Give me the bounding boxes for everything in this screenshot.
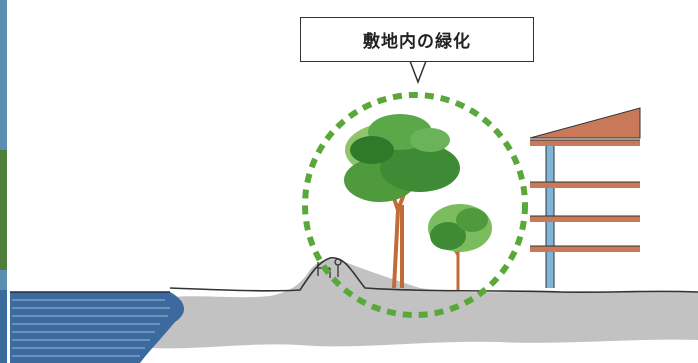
callout-pointer <box>409 60 427 85</box>
ground-section <box>150 259 698 349</box>
ground-line <box>169 257 698 294</box>
greening-callout-label: 敷地内の緑化 <box>300 17 534 62</box>
water-body <box>10 291 185 363</box>
apartment-building <box>529 107 641 288</box>
greening-dashed-circle <box>302 92 528 318</box>
tall-tree <box>344 114 460 289</box>
left-photo-strip <box>0 0 7 363</box>
callout-text: 敷地内の緑化 <box>363 32 471 52</box>
small-tree <box>428 204 492 290</box>
